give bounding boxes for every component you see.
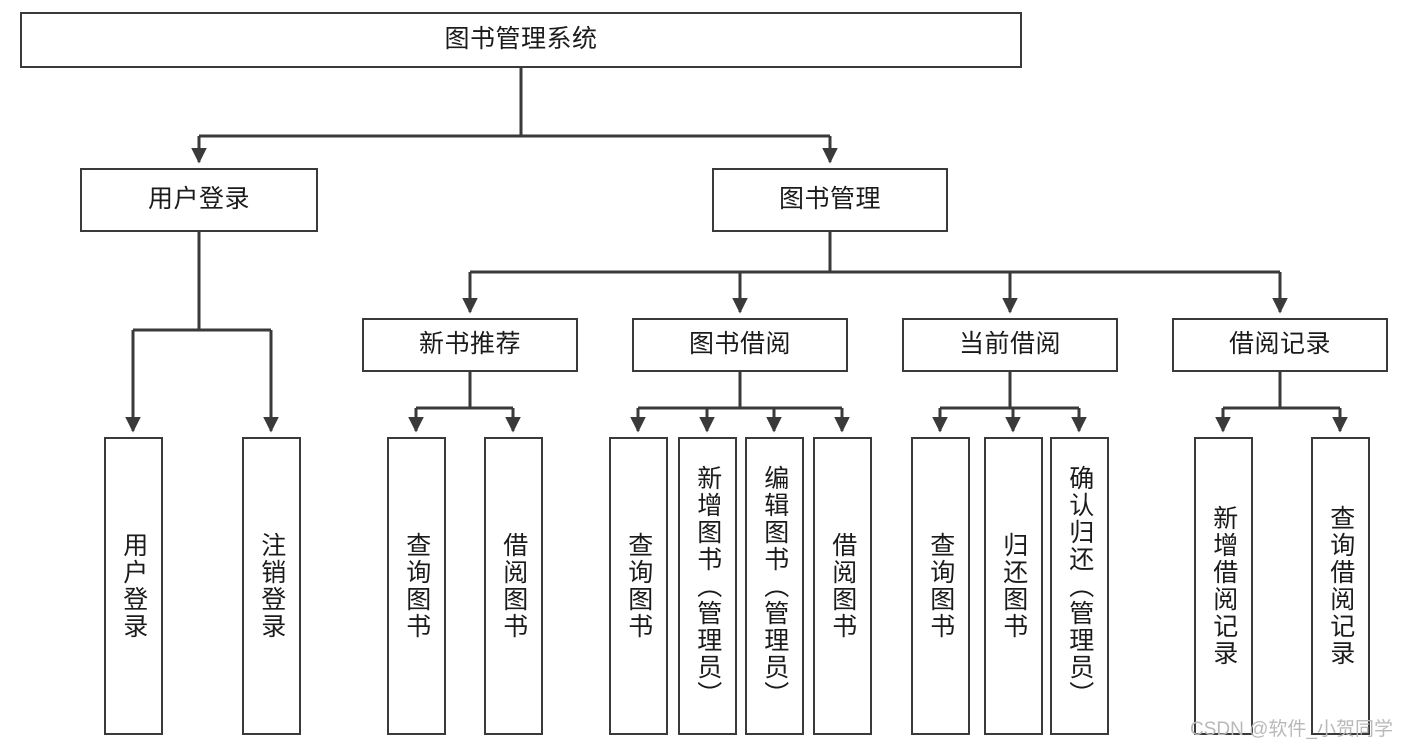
node-new-book-recommend[interactable]: 新书推荐 <box>362 318 578 372</box>
node-book-management-label: 图书管理 <box>778 185 881 214</box>
edges-bookmgmt-to-level3 <box>462 232 1288 314</box>
node-leaf-return-book[interactable]: 归还图书 <box>984 437 1043 735</box>
node-leaf-confirm-return[interactable]: 确认归还（管理员） <box>1050 437 1109 735</box>
edges-userlogin-to-leaves <box>125 232 279 433</box>
node-current-borrow[interactable]: 当前借阅 <box>902 318 1118 372</box>
node-leaf-add-record[interactable]: 新增借阅记录 <box>1194 437 1253 735</box>
node-leaf-query-record-label: 查询借阅记录 <box>1326 505 1355 667</box>
node-leaf-user-login-label: 用户登录 <box>119 532 148 640</box>
edges-root-to-level2 <box>191 68 838 164</box>
node-root[interactable]: 图书管理系统 <box>20 12 1022 68</box>
node-current-borrow-label: 当前借阅 <box>958 330 1061 359</box>
node-leaf-borrow-book-2-label: 借阅图书 <box>828 532 857 640</box>
node-leaf-borrow-book-1-label: 借阅图书 <box>499 532 528 640</box>
node-leaf-borrow-book-1[interactable]: 借阅图书 <box>484 437 543 735</box>
node-leaf-borrow-book-2[interactable]: 借阅图书 <box>813 437 872 735</box>
node-leaf-confirm-return-label: 确认归还（管理员） <box>1065 464 1094 708</box>
node-leaf-logout-label: 注销登录 <box>257 532 286 640</box>
node-root-label: 图书管理系统 <box>444 25 598 54</box>
node-leaf-add-book[interactable]: 新增图书（管理员） <box>678 437 737 735</box>
node-leaf-user-login[interactable]: 用户登录 <box>104 437 163 735</box>
node-leaf-query-book-2-label: 查询图书 <box>624 532 653 640</box>
node-leaf-query-record[interactable]: 查询借阅记录 <box>1311 437 1370 735</box>
node-book-borrow[interactable]: 图书借阅 <box>632 318 848 372</box>
node-leaf-query-book-1-label: 查询图书 <box>402 532 431 640</box>
node-leaf-query-book-3-label: 查询图书 <box>926 532 955 640</box>
node-leaf-edit-book[interactable]: 编辑图书（管理员） <box>745 437 804 735</box>
node-leaf-add-book-label: 新增图书（管理员） <box>693 464 722 708</box>
node-user-login-label: 用户登录 <box>147 185 250 214</box>
edges-currentborrow-to-leaves <box>932 372 1087 433</box>
edges-borrowrecord-to-leaves <box>1215 372 1348 433</box>
node-leaf-query-book-1[interactable]: 查询图书 <box>387 437 446 735</box>
node-book-management[interactable]: 图书管理 <box>712 168 948 232</box>
node-leaf-edit-book-label: 编辑图书（管理员） <box>760 464 789 708</box>
edges-newbook-to-leaves <box>408 372 521 433</box>
node-leaf-query-book-3[interactable]: 查询图书 <box>911 437 970 735</box>
node-leaf-query-book-2[interactable]: 查询图书 <box>609 437 668 735</box>
node-new-book-recommend-label: 新书推荐 <box>418 330 521 359</box>
node-leaf-return-book-label: 归还图书 <box>999 532 1028 640</box>
node-user-login[interactable]: 用户登录 <box>80 168 318 232</box>
node-leaf-logout[interactable]: 注销登录 <box>242 437 301 735</box>
node-borrow-record[interactable]: 借阅记录 <box>1172 318 1388 372</box>
node-leaf-add-record-label: 新增借阅记录 <box>1209 505 1238 667</box>
edges-bookborrow-to-leaves <box>630 372 850 433</box>
node-borrow-record-label: 借阅记录 <box>1228 330 1331 359</box>
node-book-borrow-label: 图书借阅 <box>688 330 791 359</box>
